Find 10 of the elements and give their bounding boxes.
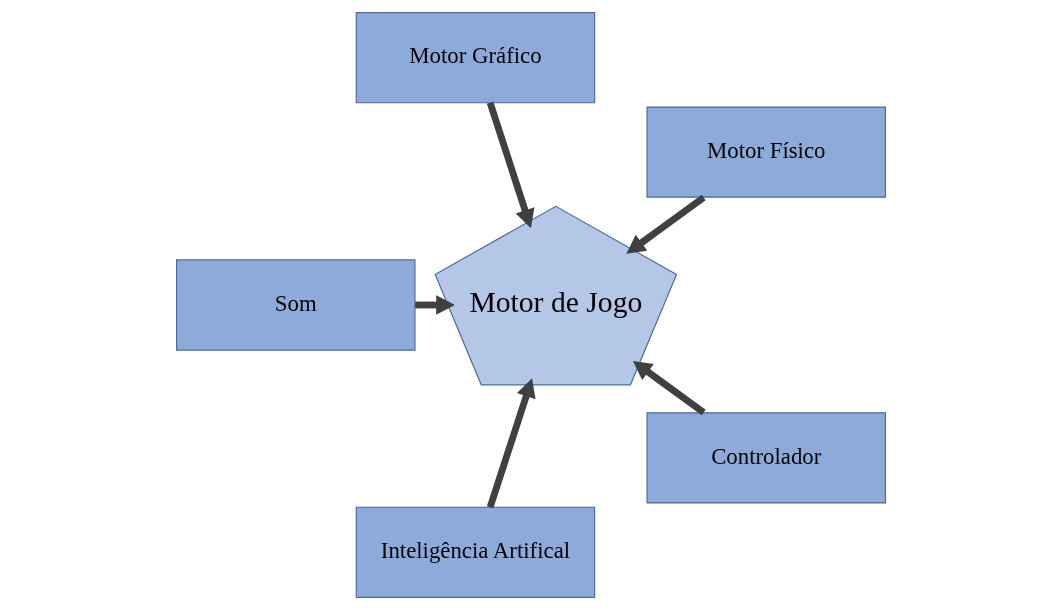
- node-box: Inteligência Artifical: [355, 506, 595, 598]
- node-box: Controlador: [645, 412, 886, 504]
- arrow: [414, 295, 455, 315]
- node-box: Motor Gráfico: [355, 12, 595, 104]
- arrow: [632, 360, 706, 416]
- arrow: [625, 194, 706, 254]
- arrow: [486, 101, 534, 229]
- arrow: [486, 378, 536, 509]
- node-box: Motor Físico: [645, 106, 886, 198]
- node-box: Som: [175, 259, 416, 351]
